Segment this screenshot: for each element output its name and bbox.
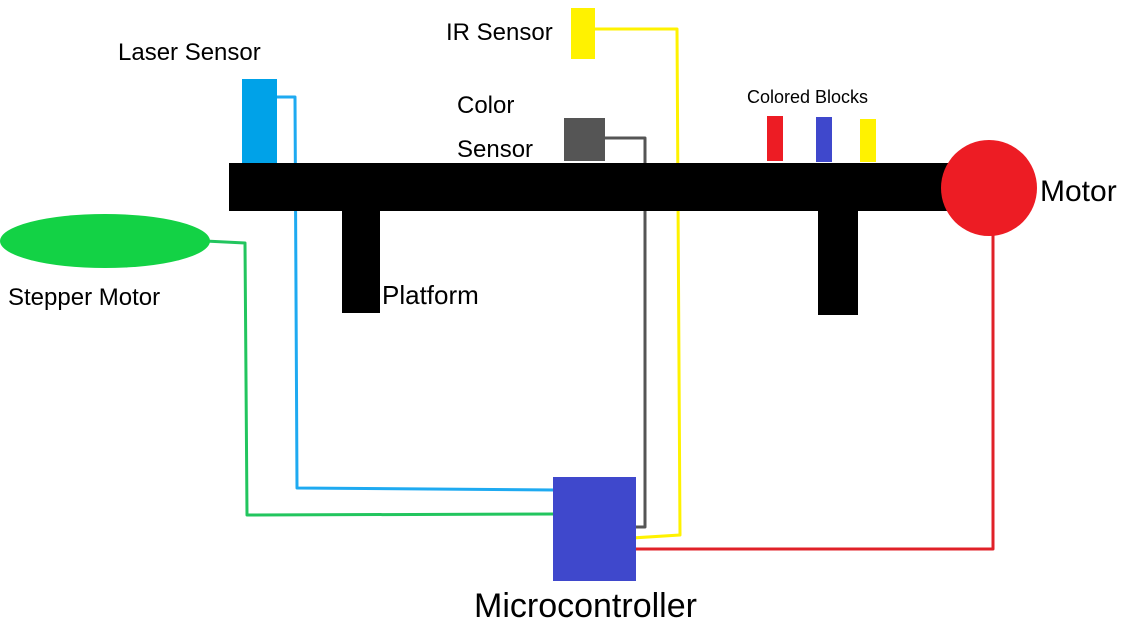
platform-leg-right	[818, 209, 858, 315]
laser-sensor-wire	[275, 95, 557, 492]
motor-wire	[630, 233, 995, 551]
conveyor-belt	[229, 163, 956, 211]
color-sensor	[564, 118, 605, 161]
platform-leg-left	[342, 209, 380, 313]
color-sensor-label-line1: Color	[457, 92, 514, 119]
laser-sensor	[242, 79, 277, 163]
block-blue	[816, 117, 832, 162]
motor-label: Motor	[1040, 175, 1117, 208]
colored-blocks-label: Colored Blocks	[747, 87, 868, 107]
stepper-motor-label: Stepper Motor	[8, 284, 160, 311]
stepper-motor-wire	[203, 239, 557, 517]
microcontroller	[553, 477, 636, 581]
ir-sensor	[571, 8, 595, 59]
motor	[941, 140, 1037, 236]
color-sensor-wire	[603, 136, 647, 529]
color-sensor-label-line2: Sensor	[457, 136, 533, 163]
ir-sensor-wire	[593, 27, 682, 540]
ir-sensor-label: IR Sensor	[446, 19, 553, 46]
platform-label: Platform	[382, 280, 479, 310]
block-red	[767, 116, 783, 161]
stepper-motor	[0, 214, 210, 268]
microcontroller-label: Microcontroller	[474, 587, 697, 625]
laser-sensor-label: Laser Sensor	[118, 39, 261, 66]
block-yellow	[860, 119, 876, 162]
